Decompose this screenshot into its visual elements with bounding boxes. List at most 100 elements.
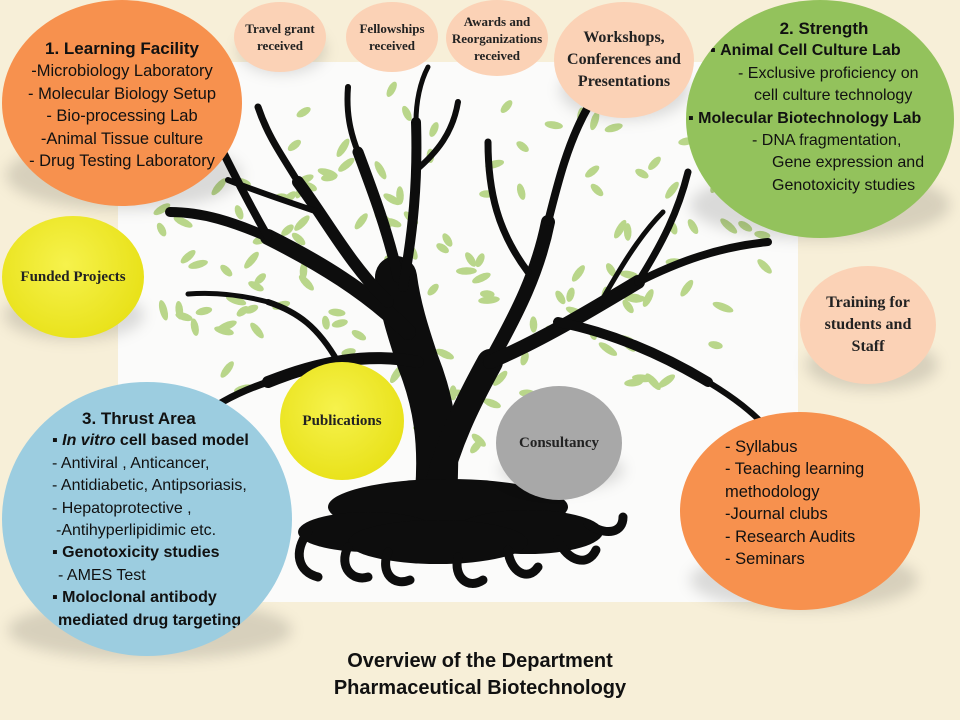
awards-line-3: received	[474, 47, 520, 63]
leaf-icon	[336, 138, 350, 158]
leaf-icon	[156, 222, 167, 237]
leaf-icon	[354, 213, 368, 230]
fellowships-bubble: Fellowships received	[346, 2, 438, 72]
thrust-ames: - AMES Test	[58, 566, 146, 584]
thrust-mono-2: mediated drug targeting	[58, 611, 242, 629]
leaf-icon	[470, 440, 482, 454]
teaching-item: - Syllabus	[725, 438, 798, 456]
leaf-icon	[624, 378, 643, 387]
square-bullet-icon: ▪	[52, 544, 63, 562]
leaf-icon	[328, 308, 346, 317]
strength-lab1: Animal Cell Culture Lab	[720, 42, 901, 60]
leaf-icon	[665, 181, 679, 199]
leaf-icon	[471, 433, 486, 447]
leaf-icon	[386, 81, 397, 97]
leaf-icon	[180, 249, 196, 264]
leaf-icon	[435, 348, 454, 360]
leaf-icon	[248, 281, 264, 292]
root-curls	[294, 512, 628, 588]
teaching-item: methodology	[725, 482, 820, 501]
publications-bubble: Publications	[280, 362, 404, 480]
leaf-icon	[590, 183, 604, 197]
workshops-bubble: Workshops, Conferences and Presentations	[554, 2, 694, 118]
travel-grant-line-1: Travel grant	[245, 21, 315, 36]
leaf-icon	[648, 156, 661, 170]
leaf-icon	[712, 301, 734, 313]
fellowships-line-2: received	[369, 38, 415, 53]
thrust-item: - Hepatoprotective ,	[52, 499, 192, 517]
strength-lab2-detail: Gene expression and	[772, 154, 925, 172]
leaf-icon	[427, 283, 439, 296]
thrust-item: -Antihyperlipidimic etc.	[56, 522, 217, 540]
strength-lab1-detail: cell culture technology	[754, 87, 913, 105]
leaf-icon	[555, 290, 566, 305]
awards-bubble: Awards and Reorganizations received	[446, 0, 548, 76]
leaf-icon	[175, 312, 193, 322]
leaf-icon	[298, 275, 314, 291]
teaching-item: -Journal clubs	[725, 505, 828, 524]
leaf-icon	[529, 316, 538, 333]
leaf-icon	[442, 233, 453, 247]
leaf-icon	[598, 342, 618, 356]
leaf-icon	[338, 157, 355, 172]
leaf-icon	[321, 315, 330, 330]
leaf-icon	[254, 273, 266, 285]
thrust-model-italic: In vitro	[62, 432, 116, 450]
funded-projects-bubble: Funded Projects	[2, 216, 144, 338]
leaf-icon	[614, 219, 627, 239]
learning-item: - Drug Testing Laboratory	[29, 152, 215, 171]
leaf-icon	[220, 361, 234, 378]
leaf-icon	[475, 253, 485, 268]
strength-lab2: Molecular Biotechnology Lab	[698, 109, 922, 127]
workshops-line-2: Conferences and	[567, 51, 681, 68]
awards-line-2: Reorganizations	[451, 30, 543, 46]
strength-lab2-detail: Genotoxicity studies	[772, 176, 916, 194]
leaf-icon	[456, 267, 477, 275]
learning-facility-heading: 1. Learning Facility	[45, 39, 199, 58]
leaf-icon	[472, 272, 491, 284]
leaf-icon	[190, 318, 199, 336]
leaf-icon	[516, 141, 529, 153]
workshops-line-1: Workshops,	[583, 29, 665, 46]
leaf-icon	[294, 215, 310, 231]
leaf-icon	[158, 300, 169, 321]
leaf-icon	[642, 289, 654, 307]
leaf-icon	[281, 224, 294, 236]
leaf-icon	[465, 252, 477, 267]
training-line-2: students and	[824, 316, 912, 333]
leaf-icon	[153, 203, 171, 216]
teaching-item: - Research Audits	[725, 527, 856, 546]
leaf-icon	[520, 351, 529, 366]
leaf-icon	[680, 279, 694, 297]
leaf-icon	[516, 183, 526, 200]
page-title-line-2: Pharmaceutical Biotechnology	[333, 677, 627, 699]
thrust-model-rest: cell based model	[115, 432, 249, 450]
leaf-icon	[236, 306, 249, 317]
leaf-icon	[214, 326, 234, 336]
leaf-icon	[754, 230, 771, 239]
consultancy-label: Consultancy	[518, 434, 600, 451]
fellowships-line-1: Fellowships	[359, 21, 425, 36]
tree-branches	[165, 64, 776, 513]
teaching-bubble: - Syllabus - Teaching learning methodolo…	[680, 412, 920, 610]
leaf-icon	[195, 306, 213, 316]
learning-item: - Bio-processing Lab	[46, 107, 198, 126]
travel-grant-line-2: received	[257, 38, 303, 53]
leaf-icon	[493, 370, 508, 386]
leaf-icon	[383, 193, 401, 206]
teaching-item: - Seminars	[725, 550, 805, 569]
leaf-icon	[436, 243, 449, 254]
learning-item: -Animal Tissue culture	[40, 129, 204, 148]
leaf-icon	[757, 259, 772, 274]
workshops-line-3: Presentations	[577, 73, 671, 90]
leaf-icon	[449, 385, 458, 401]
leaf-icon	[720, 218, 738, 234]
funded-projects-label: Funded Projects	[20, 268, 126, 285]
leaf-icon	[687, 219, 699, 235]
leaf-icon	[402, 105, 412, 121]
thrust-area-bubble: 3. Thrust Area ▪ In vitro cell based mod…	[2, 382, 292, 656]
thrust-item: - Antidiabetic, Antipsoriasis,	[52, 477, 247, 495]
tree-illustration	[153, 64, 776, 588]
publications-label: Publications	[302, 412, 382, 429]
leaf-icon	[478, 296, 500, 304]
